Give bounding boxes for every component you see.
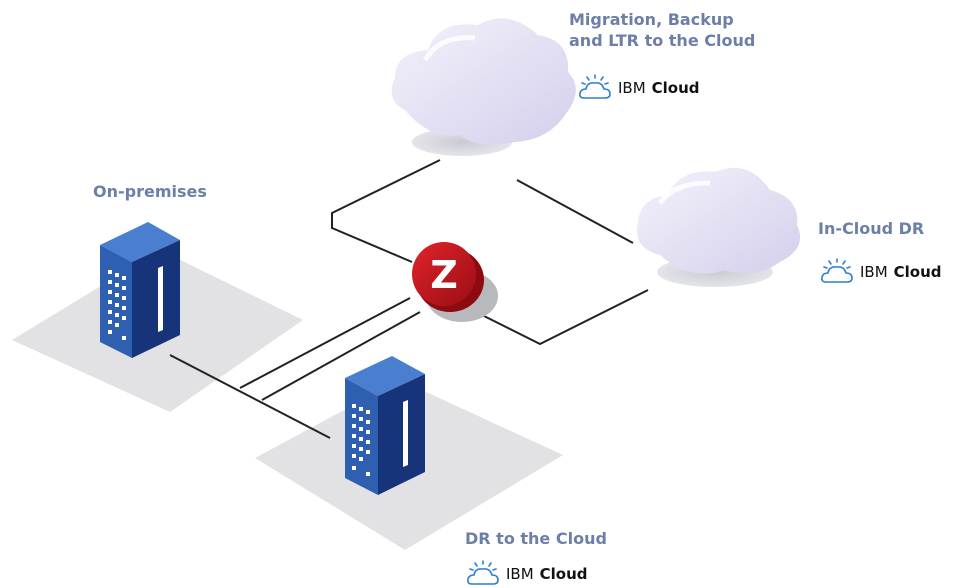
ibm-cloud-brand-top: IBM Cloud: [578, 74, 700, 102]
connector-lines: [169, 159, 649, 439]
in-cloud-dr-label: In-Cloud DR: [818, 219, 925, 238]
zerto-hub-icon: Z: [412, 242, 498, 322]
server-building-icon: [345, 356, 425, 495]
migration-label: Migration, Backup and LTR to the Cloud: [569, 9, 755, 51]
ibm-cloud-brand-bottom: IBM Cloud: [466, 560, 588, 588]
server-building-icon: [100, 222, 180, 358]
ibm-cloud-logo-icon: [467, 560, 499, 585]
migration-label-line1: Migration, Backup: [569, 10, 734, 29]
brand-name: Cloud: [539, 565, 588, 583]
ibm-cloud-logo-icon: [579, 74, 611, 99]
brand-name: Cloud: [651, 79, 700, 97]
ibm-cloud-logo-icon: [821, 258, 853, 283]
brand-prefix: IBM: [506, 565, 534, 583]
cloud-icon: [391, 18, 576, 156]
hub-letter: Z: [430, 253, 458, 297]
brand-prefix: IBM: [618, 79, 646, 97]
ibm-cloud-brand-right: IBM Cloud: [820, 258, 942, 286]
cloud-icon: [636, 167, 801, 287]
on-premises-label: On-premises: [93, 182, 207, 201]
brand-name: Cloud: [893, 263, 942, 281]
dr-to-cloud-label: DR to the Cloud: [465, 529, 607, 548]
migration-label-line2: and LTR to the Cloud: [569, 31, 756, 50]
brand-prefix: IBM: [860, 263, 888, 281]
